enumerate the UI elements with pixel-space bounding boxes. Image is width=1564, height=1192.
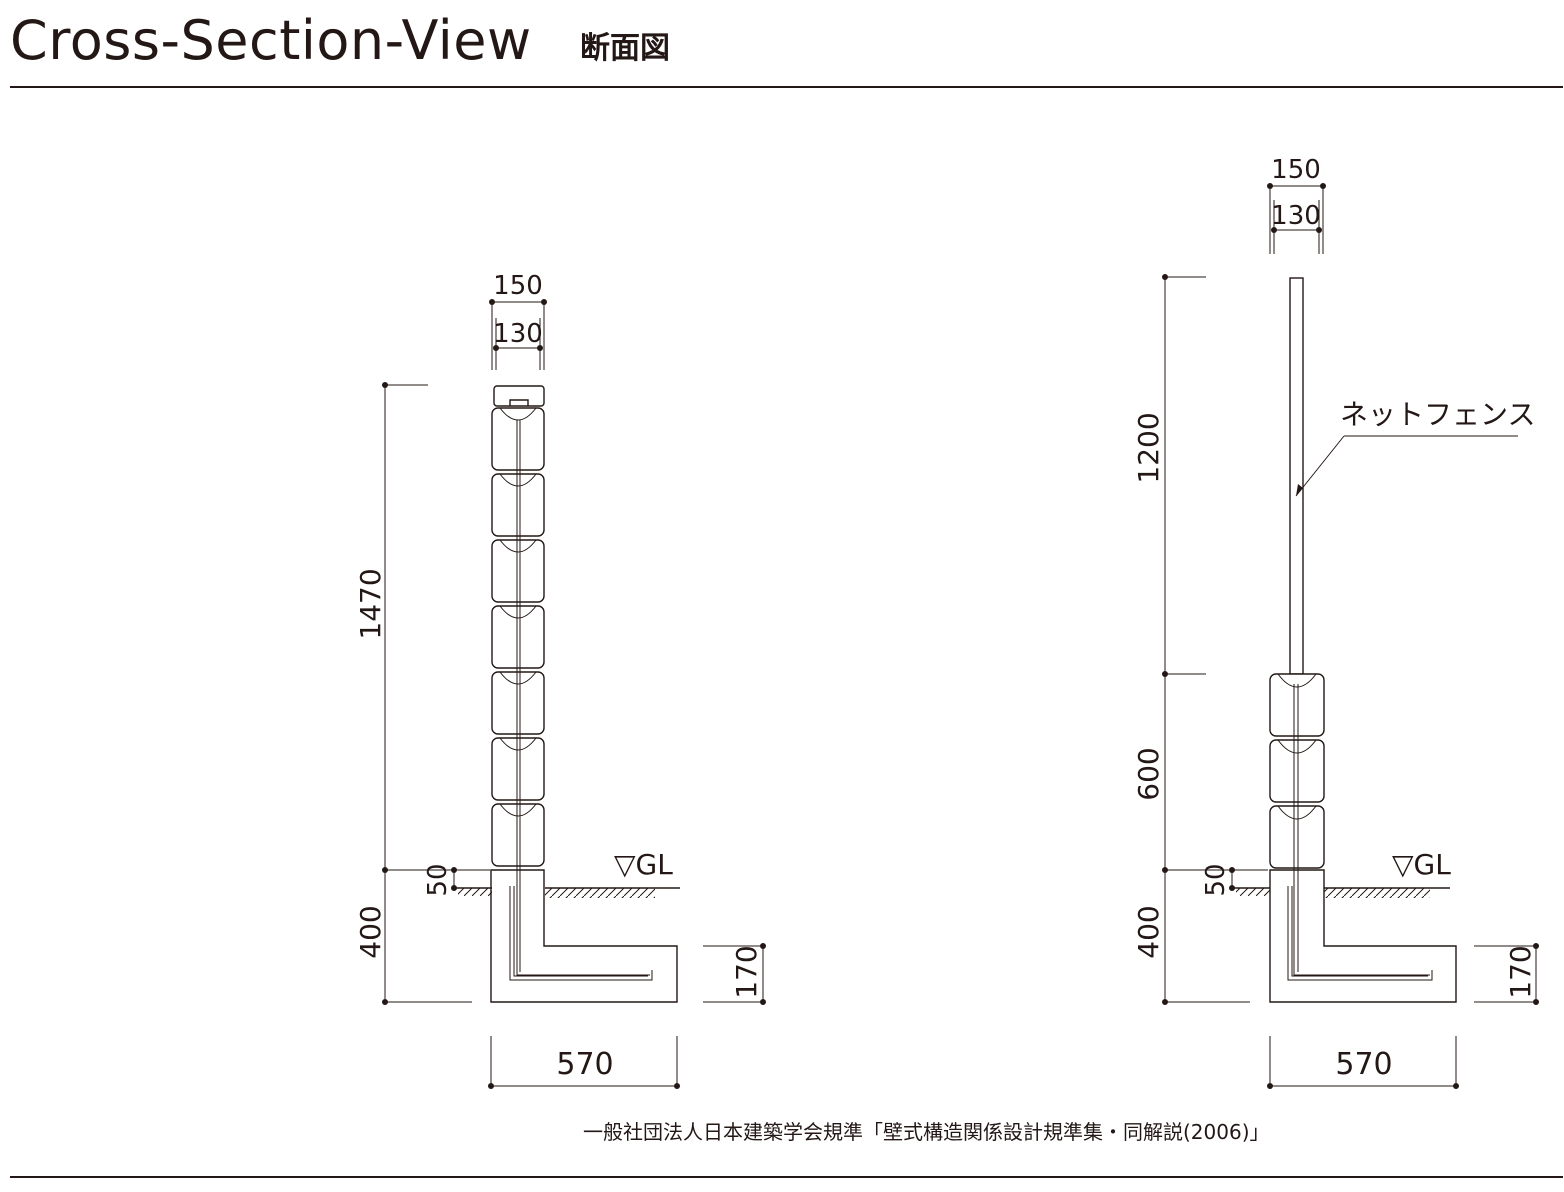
right-width-dims: 150 130 (1267, 155, 1326, 254)
right-fence-height: 1200 (1132, 412, 1165, 483)
left-footing-width-dim: 570 (488, 1036, 680, 1089)
left-section: 150 130 1470 50 400 170 (354, 271, 766, 1089)
left-width-dims: 150 130 (489, 271, 547, 370)
block-unit (1269, 805, 1325, 869)
right-width-inner: 130 (1271, 201, 1321, 231)
right-embed-depth: 50 (1201, 863, 1231, 896)
left-height-total: 1470 (354, 568, 387, 639)
net-fence-callout: ネットフェンス (1295, 398, 1535, 497)
block-unit (1269, 739, 1325, 803)
block-unit (491, 539, 545, 603)
left-rebar (516, 420, 650, 976)
left-ground-label: ▽GL (614, 848, 673, 881)
left-width-inner: 130 (493, 319, 543, 349)
right-height-dims: 1200 600 50 400 (1132, 274, 1268, 1005)
left-block-stack (491, 407, 545, 867)
block-unit (491, 605, 545, 669)
left-footing-width: 570 (556, 1047, 613, 1082)
left-cap-block (493, 385, 545, 407)
right-rebar (1293, 684, 1430, 976)
left-footing (490, 869, 678, 1003)
net-fence-label: ネットフェンス (1340, 398, 1535, 431)
top-divider (10, 86, 1563, 88)
right-footing-width: 570 (1335, 1047, 1392, 1082)
block-unit (491, 803, 545, 867)
left-footing-height: 400 (354, 905, 387, 958)
right-block-stack (1269, 673, 1325, 869)
right-footing-height: 400 (1132, 905, 1165, 958)
block-unit (491, 407, 545, 471)
left-footing-thickness-dim: 170 (703, 943, 766, 1005)
page-title: Cross-Section-View (10, 9, 532, 72)
page-subtitle: 断面図 (580, 31, 670, 66)
net-fence-post (1289, 277, 1304, 675)
left-embed-depth: 50 (423, 863, 453, 896)
right-section: 150 130 1200 600 50 400 170 (1132, 155, 1539, 1089)
block-unit (491, 737, 545, 801)
bottom-divider (10, 1176, 1563, 1178)
left-width-outer: 150 (493, 271, 543, 301)
right-footing-thickness: 170 (1504, 945, 1537, 998)
right-width-outer: 150 (1271, 155, 1321, 185)
right-ground-hatch (1232, 887, 1450, 898)
right-footing (1269, 869, 1457, 1003)
right-footing-width-dim: 570 (1267, 1036, 1459, 1089)
header: Cross-Section-View 断面図 (10, 8, 1563, 88)
left-ground-hatch (452, 887, 680, 898)
right-ground-label: ▽GL (1392, 848, 1451, 881)
block-unit (1269, 673, 1325, 737)
reference-note: 一般社団法人日本建築学会規準「壁式構造関係設計規準集・同解説(2006)」 (583, 1120, 1270, 1144)
right-block-height: 600 (1132, 747, 1165, 800)
right-footing-thickness-dim: 170 (1474, 943, 1539, 1005)
block-unit (491, 473, 545, 537)
left-footing-thickness: 170 (730, 945, 763, 998)
left-height-dims: 1470 50 400 (354, 382, 490, 1005)
block-unit (491, 671, 545, 735)
